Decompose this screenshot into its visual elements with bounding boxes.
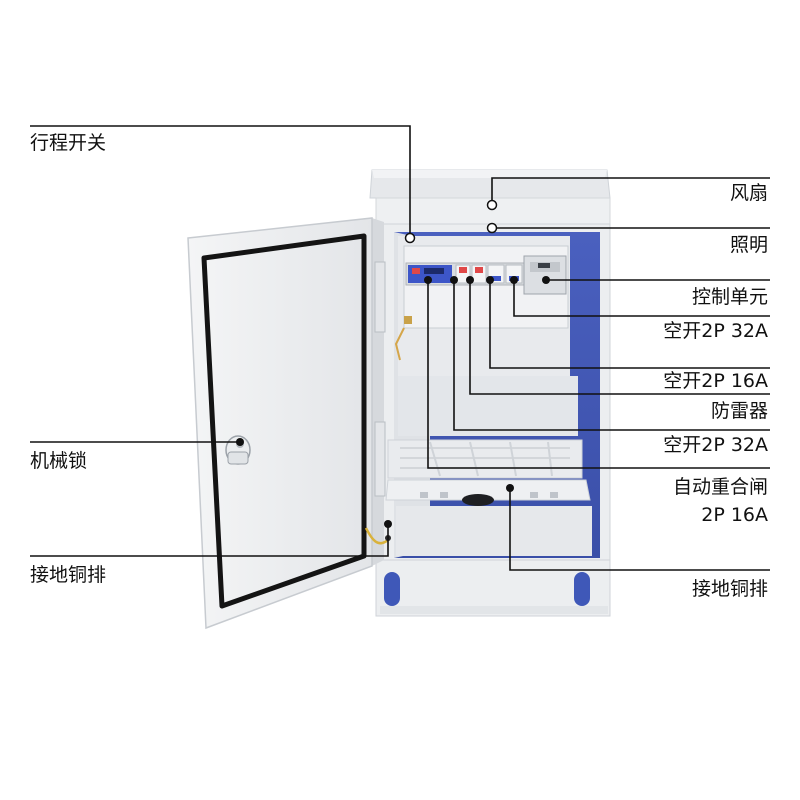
label-fan: 风扇	[729, 182, 768, 204]
door-hinge-bottom	[374, 421, 386, 497]
label-breaker-16a: 空开2P 16A	[663, 370, 768, 392]
shelf-grill	[387, 439, 583, 479]
label-ground-bar-right: 接地铜排	[691, 578, 768, 600]
dot-lighting	[486, 222, 498, 234]
label-auto-recloser-line1: 自动重合闸	[672, 476, 768, 498]
door-panel	[187, 217, 373, 630]
leader-auto-recloser	[427, 280, 770, 469]
dot-ground-bar-left	[384, 520, 392, 528]
leader-travel-switch	[30, 125, 411, 238]
leader-ground-bar-left	[30, 524, 389, 557]
leader-fan	[491, 177, 770, 204]
dot-breaker-16a	[486, 276, 494, 284]
dot-ground-bar-right	[506, 484, 514, 492]
dot-breaker-32a-bottom	[450, 276, 458, 284]
cabinet-door	[187, 217, 391, 630]
dot-travel-switch	[404, 232, 416, 244]
anchor-dots-solid	[236, 276, 550, 528]
leader-breaker-16a	[489, 280, 770, 369]
door-hinge-top	[374, 261, 386, 333]
label-mechanical-lock: 机械锁	[30, 450, 88, 472]
dot-surge-protector	[466, 276, 474, 284]
leader-lines	[30, 125, 770, 571]
leader-surge-protector	[469, 280, 770, 395]
dot-breaker-32a-top	[510, 276, 518, 284]
label-lighting: 照明	[729, 234, 768, 256]
leader-breaker-32a-bottom	[453, 280, 770, 431]
dot-auto-recloser	[424, 276, 432, 284]
leader-ground-bar-right	[509, 488, 770, 571]
control-unit-box	[523, 255, 567, 295]
dot-mechanical-lock	[236, 438, 244, 446]
label-breaker-32a-bottom: 空开2P 32A	[663, 434, 768, 456]
leader-breaker-32a-top	[513, 280, 770, 317]
anchor-dots	[404, 199, 498, 244]
label-control-unit: 控制单元	[691, 286, 768, 308]
dot-fan	[486, 199, 498, 211]
label-ground-bar-left: 接地铜排	[30, 564, 107, 586]
dot-control-unit	[542, 276, 550, 284]
label-breaker-32a-top: 空开2P 32A	[663, 320, 768, 342]
label-surge-protector: 防雷器	[710, 400, 768, 422]
label-travel-switch: 行程开关	[30, 132, 107, 154]
cable-grommet-1	[462, 494, 494, 506]
label-auto-recloser-line2: 2P 16A	[701, 504, 768, 526]
